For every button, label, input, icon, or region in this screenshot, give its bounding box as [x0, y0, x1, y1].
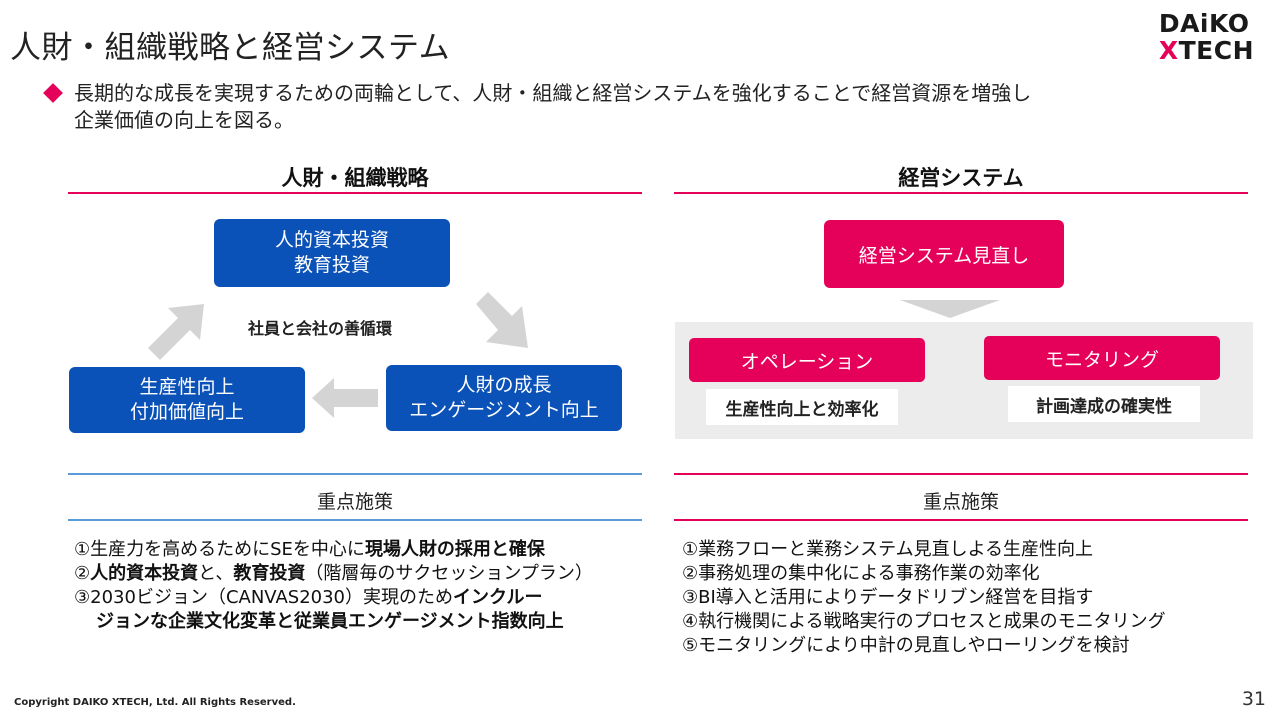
right-measure-4: ④執行機関による戦略実行のプロセスと成果のモニタリング	[682, 611, 1166, 632]
arrow-down-icon	[900, 300, 1000, 318]
page-title: 人財・組織戦略と経営システム	[10, 30, 451, 66]
left-measures-list: ①生産力を高めるためにSEを中心に現場人財の採用と確保 ②人的資本投資と、教育投…	[74, 538, 593, 634]
copyright-notice: Copyright DAIKO XTECH, Ltd. All Rights R…	[14, 697, 296, 708]
right-focus-bottom-line	[674, 519, 1248, 521]
right-measure-3: ③BI導入と活用によりデータドリブン経営を目指す	[682, 587, 1094, 608]
logo-line1: DAiKO	[1158, 9, 1250, 38]
box-management-system-review: 経営システム見直し	[824, 220, 1064, 288]
left-focus-top-line	[68, 473, 642, 475]
label-monitoring-goal: 計画達成の確実性	[1008, 386, 1200, 422]
box-productivity: 生産性向上 付加価値向上	[69, 367, 305, 433]
right-measure-1: ①業務フローと業務システム見直しよる生産性向上	[682, 539, 1094, 560]
cycle-label: 社員と会社の善循環	[248, 319, 393, 338]
left-focus-bottom-line	[68, 519, 642, 521]
company-logo: DAiKO XTECH	[1159, 10, 1254, 64]
box-monitoring: モニタリング	[984, 336, 1220, 380]
left-measure-2: ②人的資本投資と、教育投資（階層毎のサクセッションプラン）	[74, 563, 593, 584]
left-measure-1: ①生産力を高めるためにSEを中心に現場人財の採用と確保	[74, 539, 545, 560]
left-measure-3: ③2030ビジョン（CANVAS2030）実現のためインクルー	[74, 587, 543, 608]
right-focus-top-line	[674, 473, 1248, 475]
box-talent-growth-label: 人財の成長 エンゲージメント向上	[409, 374, 599, 421]
logo-x: X	[1158, 36, 1179, 65]
right-measure-2: ②事務処理の集中化による事務作業の効率化	[682, 563, 1040, 584]
right-section-heading: 経営システム	[898, 166, 1024, 190]
box-talent-growth: 人財の成長 エンゲージメント向上	[386, 365, 622, 431]
intro-statement: 長期的な成長を実現するための両輪として、人財・組織と経営システムを強化することで…	[43, 80, 1196, 134]
arrow-left-icon	[312, 378, 378, 418]
right-heading-divider	[674, 192, 1248, 194]
logo-line2: XTECH	[1159, 37, 1254, 64]
box-human-capital-investment-label: 人的資本投資 教育投資	[274, 229, 389, 276]
left-measure-3-cont: ジョンな企業文化変革と従業員エンゲージメント指数向上	[96, 611, 564, 632]
intro-line2: 企業価値の向上を図る。	[74, 108, 294, 132]
box-productivity-label: 生産性向上 付加価値向上	[129, 376, 244, 423]
left-focus-heading: 重点施策	[316, 491, 393, 513]
box-operations: オペレーション	[689, 338, 925, 382]
right-measures-list: ①業務フローと業務システム見直しよる生産性向上 ②事務処理の集中化による事務作業…	[682, 538, 1166, 658]
arrow-up-right-icon	[148, 304, 204, 360]
right-measure-5: ⑤モニタリングにより中計の見直しやローリングを検討	[682, 635, 1130, 656]
box-human-capital-investment: 人的資本投資 教育投資	[214, 219, 450, 287]
right-focus-heading: 重点施策	[922, 491, 999, 513]
label-operations-goal: 生産性向上と効率化	[706, 389, 898, 425]
page-number: 31	[1241, 688, 1266, 710]
arrow-down-right-icon	[476, 292, 528, 348]
diamond-bullet-icon	[43, 83, 63, 103]
left-section-heading: 人財・組織戦略	[281, 166, 429, 190]
logo-tech: TECH	[1178, 36, 1254, 65]
left-heading-divider	[68, 192, 642, 194]
intro-line1: 長期的な成長を実現するための両輪として、人財・組織と経営システムを強化することで…	[74, 81, 1032, 105]
